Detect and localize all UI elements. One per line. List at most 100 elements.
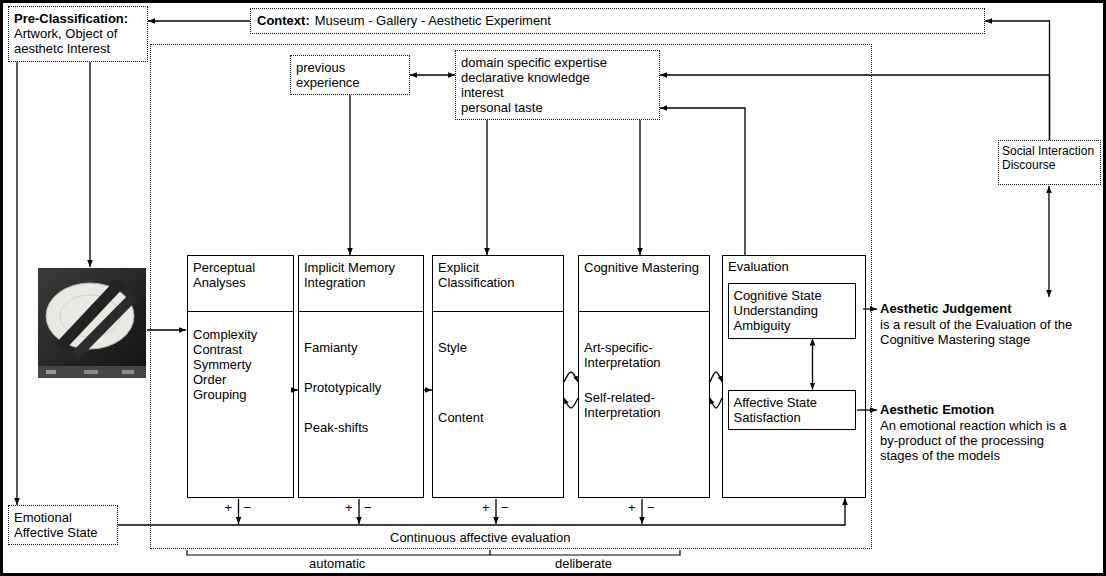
- box-text: Emotional Affective State: [14, 510, 112, 540]
- box-text: Art-specific-Interpretation: [584, 340, 704, 370]
- box-text: Artwork, Object of aesthetc Interest: [14, 26, 142, 56]
- box-heading: Pre-Classification:: [14, 11, 128, 26]
- phase-bracket: [187, 550, 680, 555]
- sign-label: −: [501, 500, 509, 515]
- photo-ground: [38, 268, 146, 378]
- box-heading: Context:: [257, 13, 310, 28]
- memory-box: previous experience: [290, 55, 410, 95]
- flow-arrow: [660, 108, 745, 255]
- sign-label: +: [225, 500, 233, 515]
- affect-box: Emotional Affective State: [8, 505, 118, 545]
- arrow-line: [16, 62, 17, 505]
- artwork-photo: [38, 268, 146, 378]
- input-arrow: [147, 329, 186, 330]
- flow-arrow: [985, 21, 1050, 140]
- box-heading: Cognitive Mastering: [579, 256, 709, 312]
- box-text: Affective State Satisfaction: [734, 395, 850, 425]
- crack-band: [70, 293, 138, 360]
- preclassification-box: Pre-Classification:Artwork, Object of ae…: [8, 6, 148, 62]
- model-frame: Continuous affective evaluation previous …: [150, 44, 872, 549]
- box-text: Content: [438, 410, 484, 425]
- box-text: personal taste: [461, 100, 543, 115]
- stage-box: Implicit Memory IntegrationFamiantyProto…: [298, 255, 424, 498]
- box-text: previous experience: [296, 60, 404, 90]
- arrow-line: [710, 372, 722, 382]
- box-text: Museum - Gallery - Aesthetic Experiment: [315, 13, 551, 28]
- affect-arrow: [238, 499, 239, 524]
- box-text: interest: [461, 85, 504, 100]
- flow-arrow: [118, 498, 845, 525]
- phase-label: automatic: [309, 556, 365, 571]
- arrow-line: [410, 74, 455, 75]
- flow-arrow: [410, 75, 455, 76]
- sign-label: −: [364, 500, 372, 515]
- box-text: Prototypically: [304, 380, 381, 395]
- arrow-line: [118, 498, 845, 525]
- sign-label: +: [628, 500, 636, 515]
- arrow-line: [148, 20, 250, 21]
- affect-arrow: [495, 499, 496, 524]
- output-arrow: [857, 409, 877, 410]
- photo-mark: [84, 370, 98, 374]
- phase-label: deliberate: [555, 556, 612, 571]
- sign-label: −: [244, 500, 252, 515]
- arrow-line: [564, 398, 578, 408]
- arrow-line: [424, 389, 432, 390]
- stage-box: Perceptual AnalysesComplexity Contrast S…: [187, 255, 294, 498]
- state-box: Affective State Satisfaction: [728, 390, 856, 430]
- arrow-line: [564, 372, 578, 382]
- affect-arrow: [641, 499, 642, 524]
- flow-arrow: [487, 120, 488, 255]
- flow-arrow: [350, 95, 351, 255]
- output-heading: Aesthetic Emotion: [880, 402, 994, 417]
- flow-arrow: [148, 21, 250, 22]
- flow-arrow: [17, 62, 18, 505]
- flow-arrow: [640, 120, 641, 255]
- box-text: Cognitive State Understanding Ambiguity: [734, 288, 850, 333]
- box-text: Peak-shifts: [304, 420, 368, 435]
- arrow-line: [660, 108, 745, 255]
- flow-arrow: [710, 372, 722, 408]
- output-heading: Aesthetic Judgement: [880, 301, 1011, 316]
- state-box: Cognitive State Understanding Ambiguity: [728, 283, 856, 339]
- flow-arrow: [564, 372, 578, 408]
- evaluation-box: EvaluationCognitive State Understanding …: [722, 255, 866, 498]
- arrow-line: [812, 339, 813, 390]
- flow-arrow: [812, 339, 813, 390]
- box-text: Famianty: [304, 340, 357, 355]
- flow-arrow: [424, 390, 432, 391]
- input-arrow: [89, 62, 90, 267]
- box-heading: Explicit Classification: [433, 256, 563, 312]
- sign-label: −: [647, 500, 655, 515]
- photo-mark: [122, 370, 134, 374]
- output-note: is a result of the Evaluation of the Cog…: [880, 317, 1090, 347]
- box-heading: domain specific expertise: [461, 55, 607, 70]
- social-box: Social Interaction Discourse: [998, 140, 1101, 185]
- arrow-line: [639, 120, 640, 255]
- sign-label: +: [482, 500, 490, 515]
- box-text: Social Interaction Discourse: [1002, 144, 1097, 172]
- discourse-arrow: [1048, 186, 1049, 297]
- sign-label: +: [345, 500, 353, 515]
- box-text: Style: [438, 340, 467, 355]
- box-text: Complexity Contrast Symmerty Order Group…: [193, 327, 257, 402]
- box-text: Self-related-Interpretation: [584, 390, 704, 420]
- knowledge-box: domain specific expertisedeclarative kno…: [455, 50, 660, 120]
- stage-box: Explicit ClassificationStyleContent: [432, 255, 564, 498]
- output-note: An emotional reaction which is a by-prod…: [880, 418, 1085, 463]
- photo-strip: [38, 366, 146, 378]
- box-text: Continuous affective evaluation: [390, 530, 570, 545]
- photo-mark: [46, 370, 56, 374]
- affect-arrow: [358, 499, 359, 524]
- context-box: Context: Museum - Gallery - Aesthetic Exp…: [250, 8, 985, 34]
- stage-box: Cognitive MasteringArt-specific-Interpre…: [578, 255, 710, 498]
- box-text: declarative knowledge: [461, 70, 590, 85]
- arrow-line: [349, 95, 350, 255]
- arrow-line: [710, 398, 722, 408]
